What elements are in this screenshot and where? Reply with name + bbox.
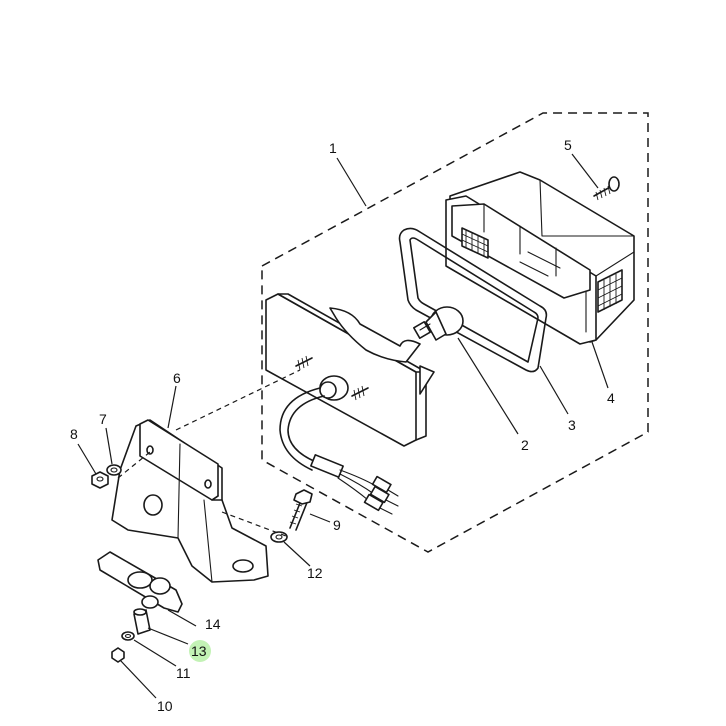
callout-6[interactable]: 6 [173, 370, 181, 386]
washer-part-12[interactable] [270, 531, 288, 543]
callout-4[interactable]: 4 [607, 390, 615, 406]
lamp-base-part-1[interactable] [265, 293, 435, 515]
washer-part-7[interactable] [106, 464, 122, 476]
bulb-part-2[interactable] [413, 306, 464, 341]
washer-part-11[interactable] [121, 631, 135, 641]
gasket-part-3[interactable] [398, 227, 548, 373]
assembly-boundary [261, 112, 649, 553]
nut-part-8[interactable] [91, 471, 109, 489]
screw-part-5[interactable] [593, 176, 620, 201]
lens-housing-part-4[interactable] [445, 171, 635, 345]
callout-9[interactable]: 9 [333, 517, 341, 533]
callout-13[interactable]: 13 [191, 643, 207, 659]
callout-7[interactable]: 7 [99, 411, 107, 427]
callout-13-highlight [189, 640, 211, 662]
callout-1[interactable]: 1 [329, 140, 337, 156]
callout-12[interactable]: 12 [307, 565, 323, 581]
callout-3[interactable]: 3 [568, 417, 576, 433]
callout-labels: 1 2 3 4 5 6 7 8 9 10 11 12 13 14 [70, 137, 615, 714]
callout-11[interactable]: 11 [176, 665, 191, 681]
callout-14[interactable]: 14 [205, 616, 221, 632]
nut-part-10[interactable] [111, 647, 125, 663]
bolt-part-9[interactable] [289, 489, 313, 531]
callout-2[interactable]: 2 [521, 437, 529, 453]
callout-8[interactable]: 8 [70, 426, 78, 442]
assembly-lines [117, 369, 301, 537]
reflector-holder-part-14[interactable] [97, 551, 183, 613]
bracket-part-6[interactable] [111, 419, 269, 583]
callout-5[interactable]: 5 [564, 137, 572, 153]
leader-lines [77, 153, 609, 699]
collar-part-13[interactable] [133, 608, 151, 635]
callout-10[interactable]: 10 [157, 698, 173, 714]
